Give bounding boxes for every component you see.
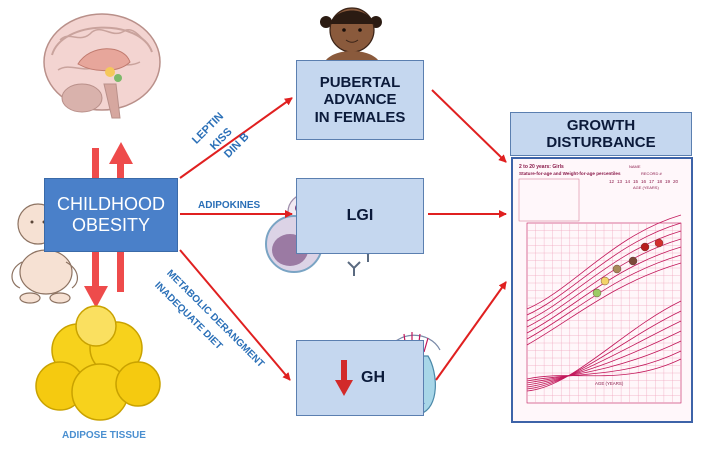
chart-header-line2: Stature-for-age and Weight-for-age perce… [519, 171, 621, 176]
down-arrow-icon [335, 360, 353, 396]
chart-info-table [518, 178, 580, 222]
chart-weight-curve [526, 310, 682, 390]
growth-chart: 2 to 20 years: Girls Stature-for-age and… [511, 157, 693, 423]
chart-top-age-18: 18 [657, 179, 663, 184]
chart-dot [654, 238, 664, 248]
arrow-gh-to-growth [435, 281, 507, 381]
chart-weight-curve [526, 350, 682, 382]
chart-weight-curve [526, 358, 682, 380]
chart-top-age-12: 12 [609, 179, 615, 184]
childhood-obesity-label: CHILDHOOD OBESITY [56, 194, 165, 235]
gh-box: GH [296, 340, 424, 416]
adipose-cells-icon [35, 305, 161, 421]
chart-top-age-19: 19 [665, 179, 671, 184]
adipose-tissue-label: ADIPOSE TISSUE [62, 430, 146, 441]
arrow-pubertal-to-growth [431, 89, 507, 163]
chart-bmi-dots [592, 238, 664, 298]
pubertal-advance-label: PUBERTAL ADVANCE IN FEMALES [314, 74, 406, 126]
connector-arrows [179, 89, 507, 381]
chart-stature-curve [526, 214, 682, 310]
adipokines-label: ADIPOKINES [198, 200, 261, 211]
chart-percentile-curves [526, 214, 682, 392]
chart-top-age-13: 13 [617, 179, 623, 184]
chart-dot [628, 256, 638, 266]
chart-weight-curve [526, 300, 682, 392]
chart-stature-curve [526, 246, 682, 334]
chart-top-age-17: 17 [649, 179, 655, 184]
gh-label: GH [361, 368, 385, 386]
chart-age-label-bottom: AGE (YEARS) [595, 381, 624, 386]
chart-stature-curve [526, 222, 682, 316]
leptin-kiss-dinb-group: LEPTIN KISS DIN B [178, 86, 256, 160]
chart-top-age-14: 14 [625, 179, 631, 184]
chart-header-line1: 2 to 20 years: Girls [519, 164, 564, 170]
childhood-obesity-box: CHILDHOOD OBESITY [44, 178, 178, 252]
chart-weight-curve [526, 330, 682, 386]
growth-disturbance-box: GROWTH DISTURBANCE [510, 112, 692, 156]
chart-weight-curve [526, 320, 682, 388]
growth-disturbance-label: GROWTH DISTURBANCE [546, 116, 656, 151]
arrow-obesity-to-gh [179, 249, 291, 381]
pubertal-advance-box: PUBERTAL ADVANCE IN FEMALES [296, 60, 424, 140]
chart-dot [592, 288, 602, 298]
brain-icon [43, 13, 161, 119]
chart-age-label-top: AGE (YEARS) [633, 185, 659, 190]
chart-stature-curve [526, 238, 682, 328]
chart-dot [612, 264, 622, 274]
chart-dot [600, 276, 610, 286]
chart-name-label: NAME [629, 164, 641, 169]
chart-weight-curve [526, 340, 682, 384]
chart-record-label: RECORD # [641, 171, 662, 176]
chart-top-age-20: 20 [673, 179, 679, 184]
girl-icon [320, 7, 382, 60]
lgi-box: LGI [296, 178, 424, 254]
chart-dot [640, 242, 650, 252]
chart-top-age-16: 16 [641, 179, 647, 184]
lgi-label: LGI [346, 206, 374, 224]
arrow-obesity-to-pubertal [179, 97, 293, 179]
chart-stature-curve [526, 262, 682, 346]
chart-top-age-15: 15 [633, 179, 639, 184]
